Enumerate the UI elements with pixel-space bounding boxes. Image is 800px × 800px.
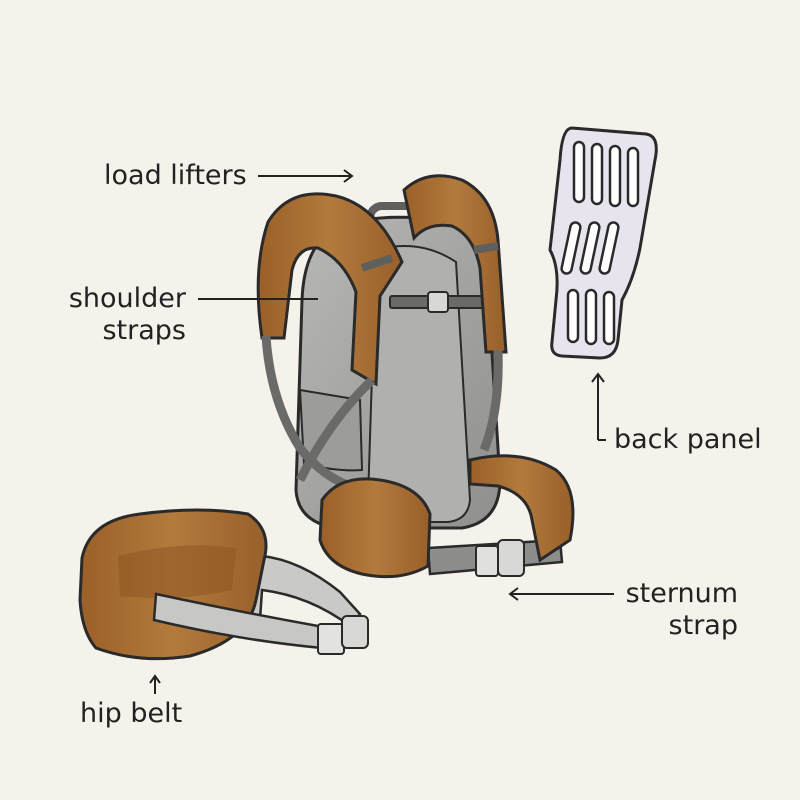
- sternum-strap-arrowhead: [508, 587, 519, 601]
- shoulder-straps-line-1: shoulder: [68, 283, 186, 314]
- sternum-strap-line-2: strap: [668, 610, 738, 641]
- shoulder-straps: [256, 174, 508, 491]
- load-lifters-label: load lifters: [104, 160, 247, 192]
- hip-belt-assembly: [78, 508, 369, 661]
- load-lifters-text: load lifters: [104, 160, 247, 191]
- back-panel-frame: [548, 126, 658, 360]
- sternum-strap-label: sternum strap: [600, 578, 738, 642]
- leader-lines: [149, 169, 614, 694]
- load-lifters-arrowhead: [343, 169, 354, 183]
- shoulder-straps-label: shoulder straps: [60, 283, 186, 347]
- hip-belt-label: hip belt: [80, 698, 182, 730]
- hip-belt-arrowhead: [149, 674, 161, 684]
- back-panel-arrowhead: [591, 372, 605, 383]
- sternum-strap-line-1: sternum: [625, 578, 738, 609]
- sternum-strap-assembly: [318, 454, 575, 579]
- back-panel-text: back panel: [614, 424, 762, 455]
- back-panel-label: back panel: [614, 424, 762, 456]
- shoulder-straps-line-2: straps: [102, 315, 186, 346]
- hip-belt-text: hip belt: [80, 698, 183, 729]
